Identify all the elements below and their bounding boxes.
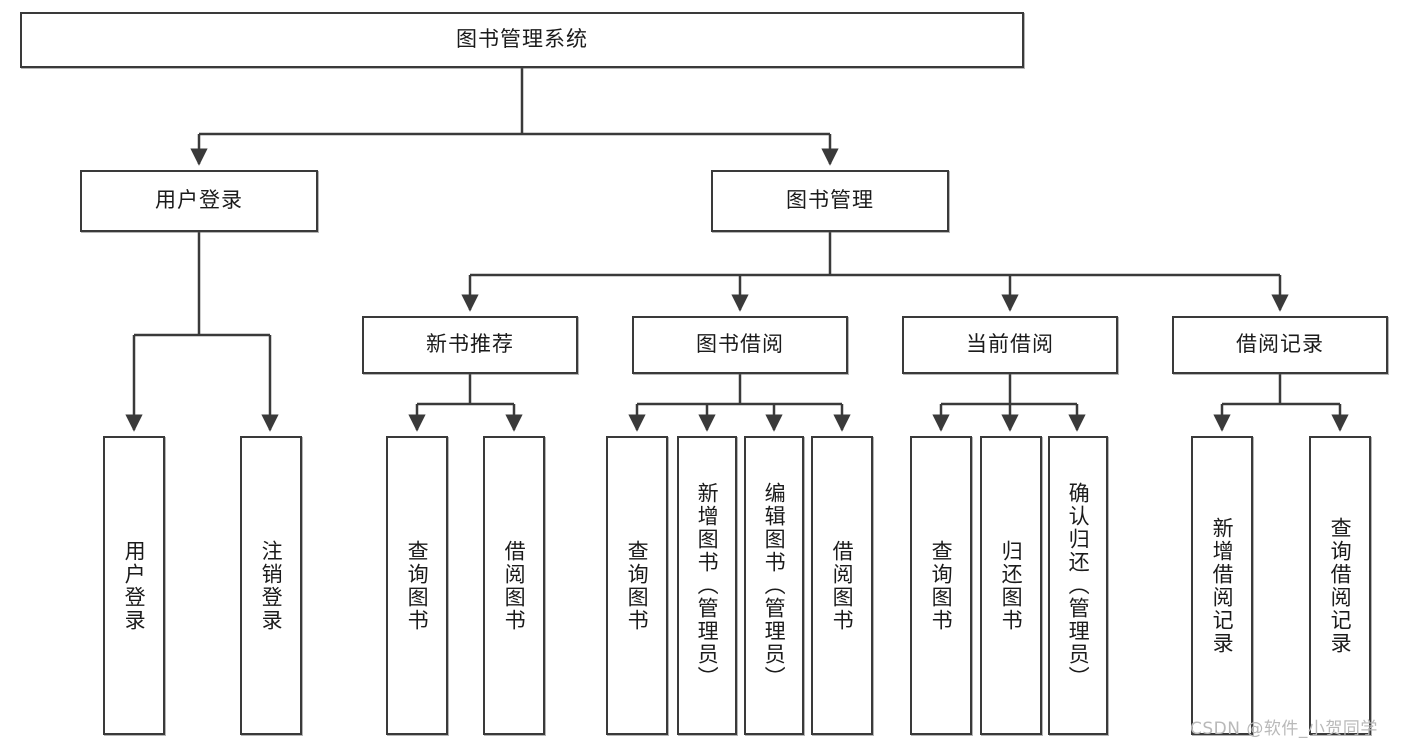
node-label: 新书推荐 — [426, 332, 514, 357]
node-user-login[interactable]: 用户登录 — [80, 170, 318, 232]
node-label: 新增图书（管理员） — [695, 482, 720, 689]
node-label: 归还图书 — [999, 539, 1024, 632]
node-label: 新增借阅记录 — [1210, 516, 1235, 655]
node-label: 用户登录 — [155, 188, 243, 213]
leaf-return-book[interactable]: 归还图书 — [980, 436, 1042, 735]
node-label: 注销登录 — [259, 539, 284, 632]
node-label: 借阅图书 — [830, 539, 855, 632]
node-borrow-record[interactable]: 借阅记录 — [1172, 316, 1388, 374]
leaf-query-book-borrow[interactable]: 查询图书 — [606, 436, 668, 735]
node-book-management[interactable]: 图书管理 — [711, 170, 949, 232]
node-label: 借阅记录 — [1236, 332, 1324, 357]
csdn-watermark: CSDN @软件_小贺同学 — [1190, 719, 1378, 739]
leaf-logout[interactable]: 注销登录 — [240, 436, 302, 735]
leaf-query-book-recommend[interactable]: 查询图书 — [386, 436, 448, 735]
leaf-confirm-return-admin[interactable]: 确认归还（管理员） — [1048, 436, 1108, 735]
leaf-add-book-admin[interactable]: 新增图书（管理员） — [677, 436, 737, 735]
node-book-borrow[interactable]: 图书借阅 — [632, 316, 848, 374]
node-label: 图书借阅 — [696, 332, 784, 357]
node-root-book-management-system[interactable]: 图书管理系统 — [20, 12, 1024, 68]
node-label: 图书管理 — [786, 188, 874, 213]
leaf-query-borrow-record[interactable]: 查询借阅记录 — [1309, 436, 1371, 735]
node-current-borrow[interactable]: 当前借阅 — [902, 316, 1118, 374]
node-label: 查询图书 — [929, 539, 954, 632]
node-label: 当前借阅 — [966, 332, 1054, 357]
leaf-borrow-book[interactable]: 借阅图书 — [811, 436, 873, 735]
leaf-edit-book-admin[interactable]: 编辑图书（管理员） — [744, 436, 804, 735]
leaf-borrow-book-recommend[interactable]: 借阅图书 — [483, 436, 545, 735]
node-label: 借阅图书 — [502, 539, 527, 632]
node-label: 确认归还（管理员） — [1066, 482, 1091, 689]
leaf-user-login[interactable]: 用户登录 — [103, 436, 165, 735]
leaf-query-book-current[interactable]: 查询图书 — [910, 436, 972, 735]
node-new-book-recommend[interactable]: 新书推荐 — [362, 316, 578, 374]
node-label: 查询借阅记录 — [1328, 516, 1353, 655]
leaf-add-borrow-record[interactable]: 新增借阅记录 — [1191, 436, 1253, 735]
node-label: 图书管理系统 — [456, 27, 588, 52]
node-label: 查询图书 — [625, 539, 650, 632]
node-label: 用户登录 — [122, 539, 147, 632]
node-label: 编辑图书（管理员） — [762, 482, 787, 689]
node-label: 查询图书 — [405, 539, 430, 632]
